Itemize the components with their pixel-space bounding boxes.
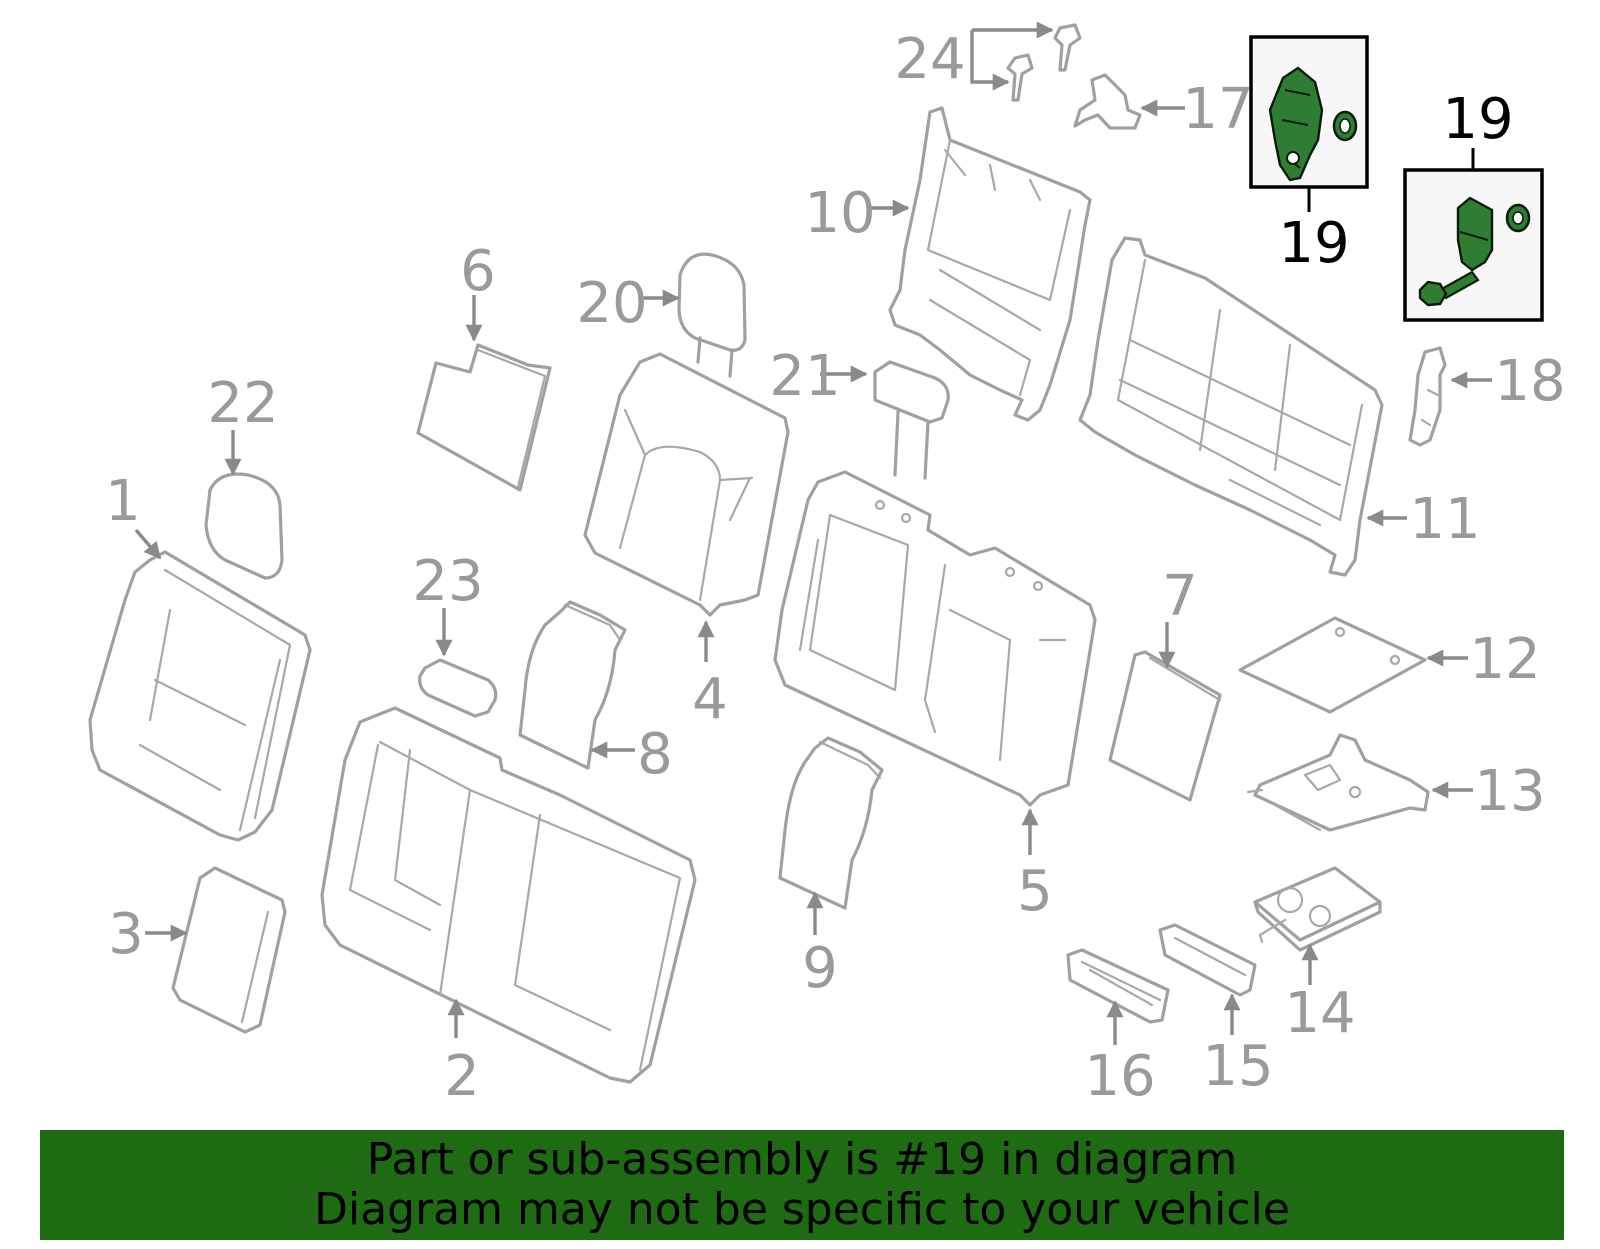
callout-23: 23 — [412, 549, 483, 614]
info-banner: Part or sub-assembly is #19 in diagram D… — [40, 1130, 1564, 1240]
part-7-panel[interactable] — [1108, 650, 1222, 802]
part-21-headrest[interactable] — [873, 360, 950, 480]
part-6-panel[interactable] — [416, 343, 552, 492]
part-13-bracket[interactable] — [1246, 733, 1430, 832]
parts-diagram: 1 2 3 4 5 6 7 8 9 10 11 12 13 14 15 16 1… — [88, 21, 1566, 1109]
callout-16: 16 — [1084, 1044, 1155, 1109]
part-19-box-b[interactable] — [1403, 168, 1544, 322]
part-10-frame[interactable] — [888, 106, 1092, 422]
callout-6: 6 — [460, 239, 496, 304]
leader-lines — [134, 21, 1492, 1045]
part-16-trim[interactable] — [1066, 948, 1170, 1024]
callout-5: 5 — [1017, 859, 1053, 924]
part-1-seat-back[interactable] — [88, 550, 312, 842]
callout-8: 8 — [637, 722, 673, 787]
callout-3: 3 — [108, 902, 144, 967]
callout-2: 2 — [444, 1044, 480, 1109]
part-4-seat-back[interactable] — [583, 352, 790, 617]
callout-22: 22 — [207, 371, 278, 436]
callout-14: 14 — [1284, 981, 1355, 1046]
banner-line-2: Diagram may not be specific to your vehi… — [314, 1184, 1290, 1235]
part-22-headrest[interactable] — [204, 472, 284, 580]
part-9-cover[interactable] — [778, 736, 884, 910]
callout-24: 24 — [894, 27, 965, 92]
callout-9: 9 — [802, 936, 838, 1001]
callout-7: 7 — [1162, 564, 1198, 629]
callout-15: 15 — [1202, 1034, 1273, 1099]
callout-10: 10 — [804, 181, 875, 246]
part-19-box-a[interactable] — [1249, 35, 1369, 189]
banner-line-1: Part or sub-assembly is #19 in diagram — [366, 1134, 1238, 1185]
part-15-trim[interactable] — [1158, 923, 1257, 997]
callout-19-a: 19 — [1278, 211, 1349, 276]
callout-19-b: 19 — [1442, 87, 1513, 152]
callout-18: 18 — [1494, 349, 1565, 414]
part-18-bracket[interactable] — [1408, 346, 1447, 447]
part-5-seat-back[interactable] — [773, 470, 1097, 807]
callout-12: 12 — [1469, 627, 1540, 692]
callout-11: 11 — [1409, 487, 1480, 552]
part-14-tray[interactable] — [1253, 866, 1382, 952]
part-20-headrest[interactable] — [677, 252, 747, 378]
callout-21: 21 — [769, 344, 840, 409]
callout-13: 13 — [1474, 759, 1545, 824]
part-3-pad[interactable] — [171, 866, 287, 1034]
part-11-frame[interactable] — [1078, 236, 1384, 577]
callout-1: 1 — [105, 469, 141, 534]
part-23-small-pad[interactable] — [418, 658, 498, 718]
part-17-bracket[interactable] — [1073, 73, 1142, 130]
callout-17: 17 — [1182, 77, 1253, 142]
part-2-seat-cushion[interactable] — [320, 706, 697, 1084]
part-24-bolts[interactable] — [1006, 23, 1082, 102]
callout-labels: 1 2 3 4 5 6 7 8 9 10 11 12 13 14 15 16 1… — [105, 27, 1565, 1109]
part-8-cover[interactable] — [518, 600, 627, 770]
callout-20: 20 — [576, 271, 647, 336]
callout-4: 4 — [692, 667, 728, 732]
part-12-plate[interactable] — [1238, 616, 1427, 714]
